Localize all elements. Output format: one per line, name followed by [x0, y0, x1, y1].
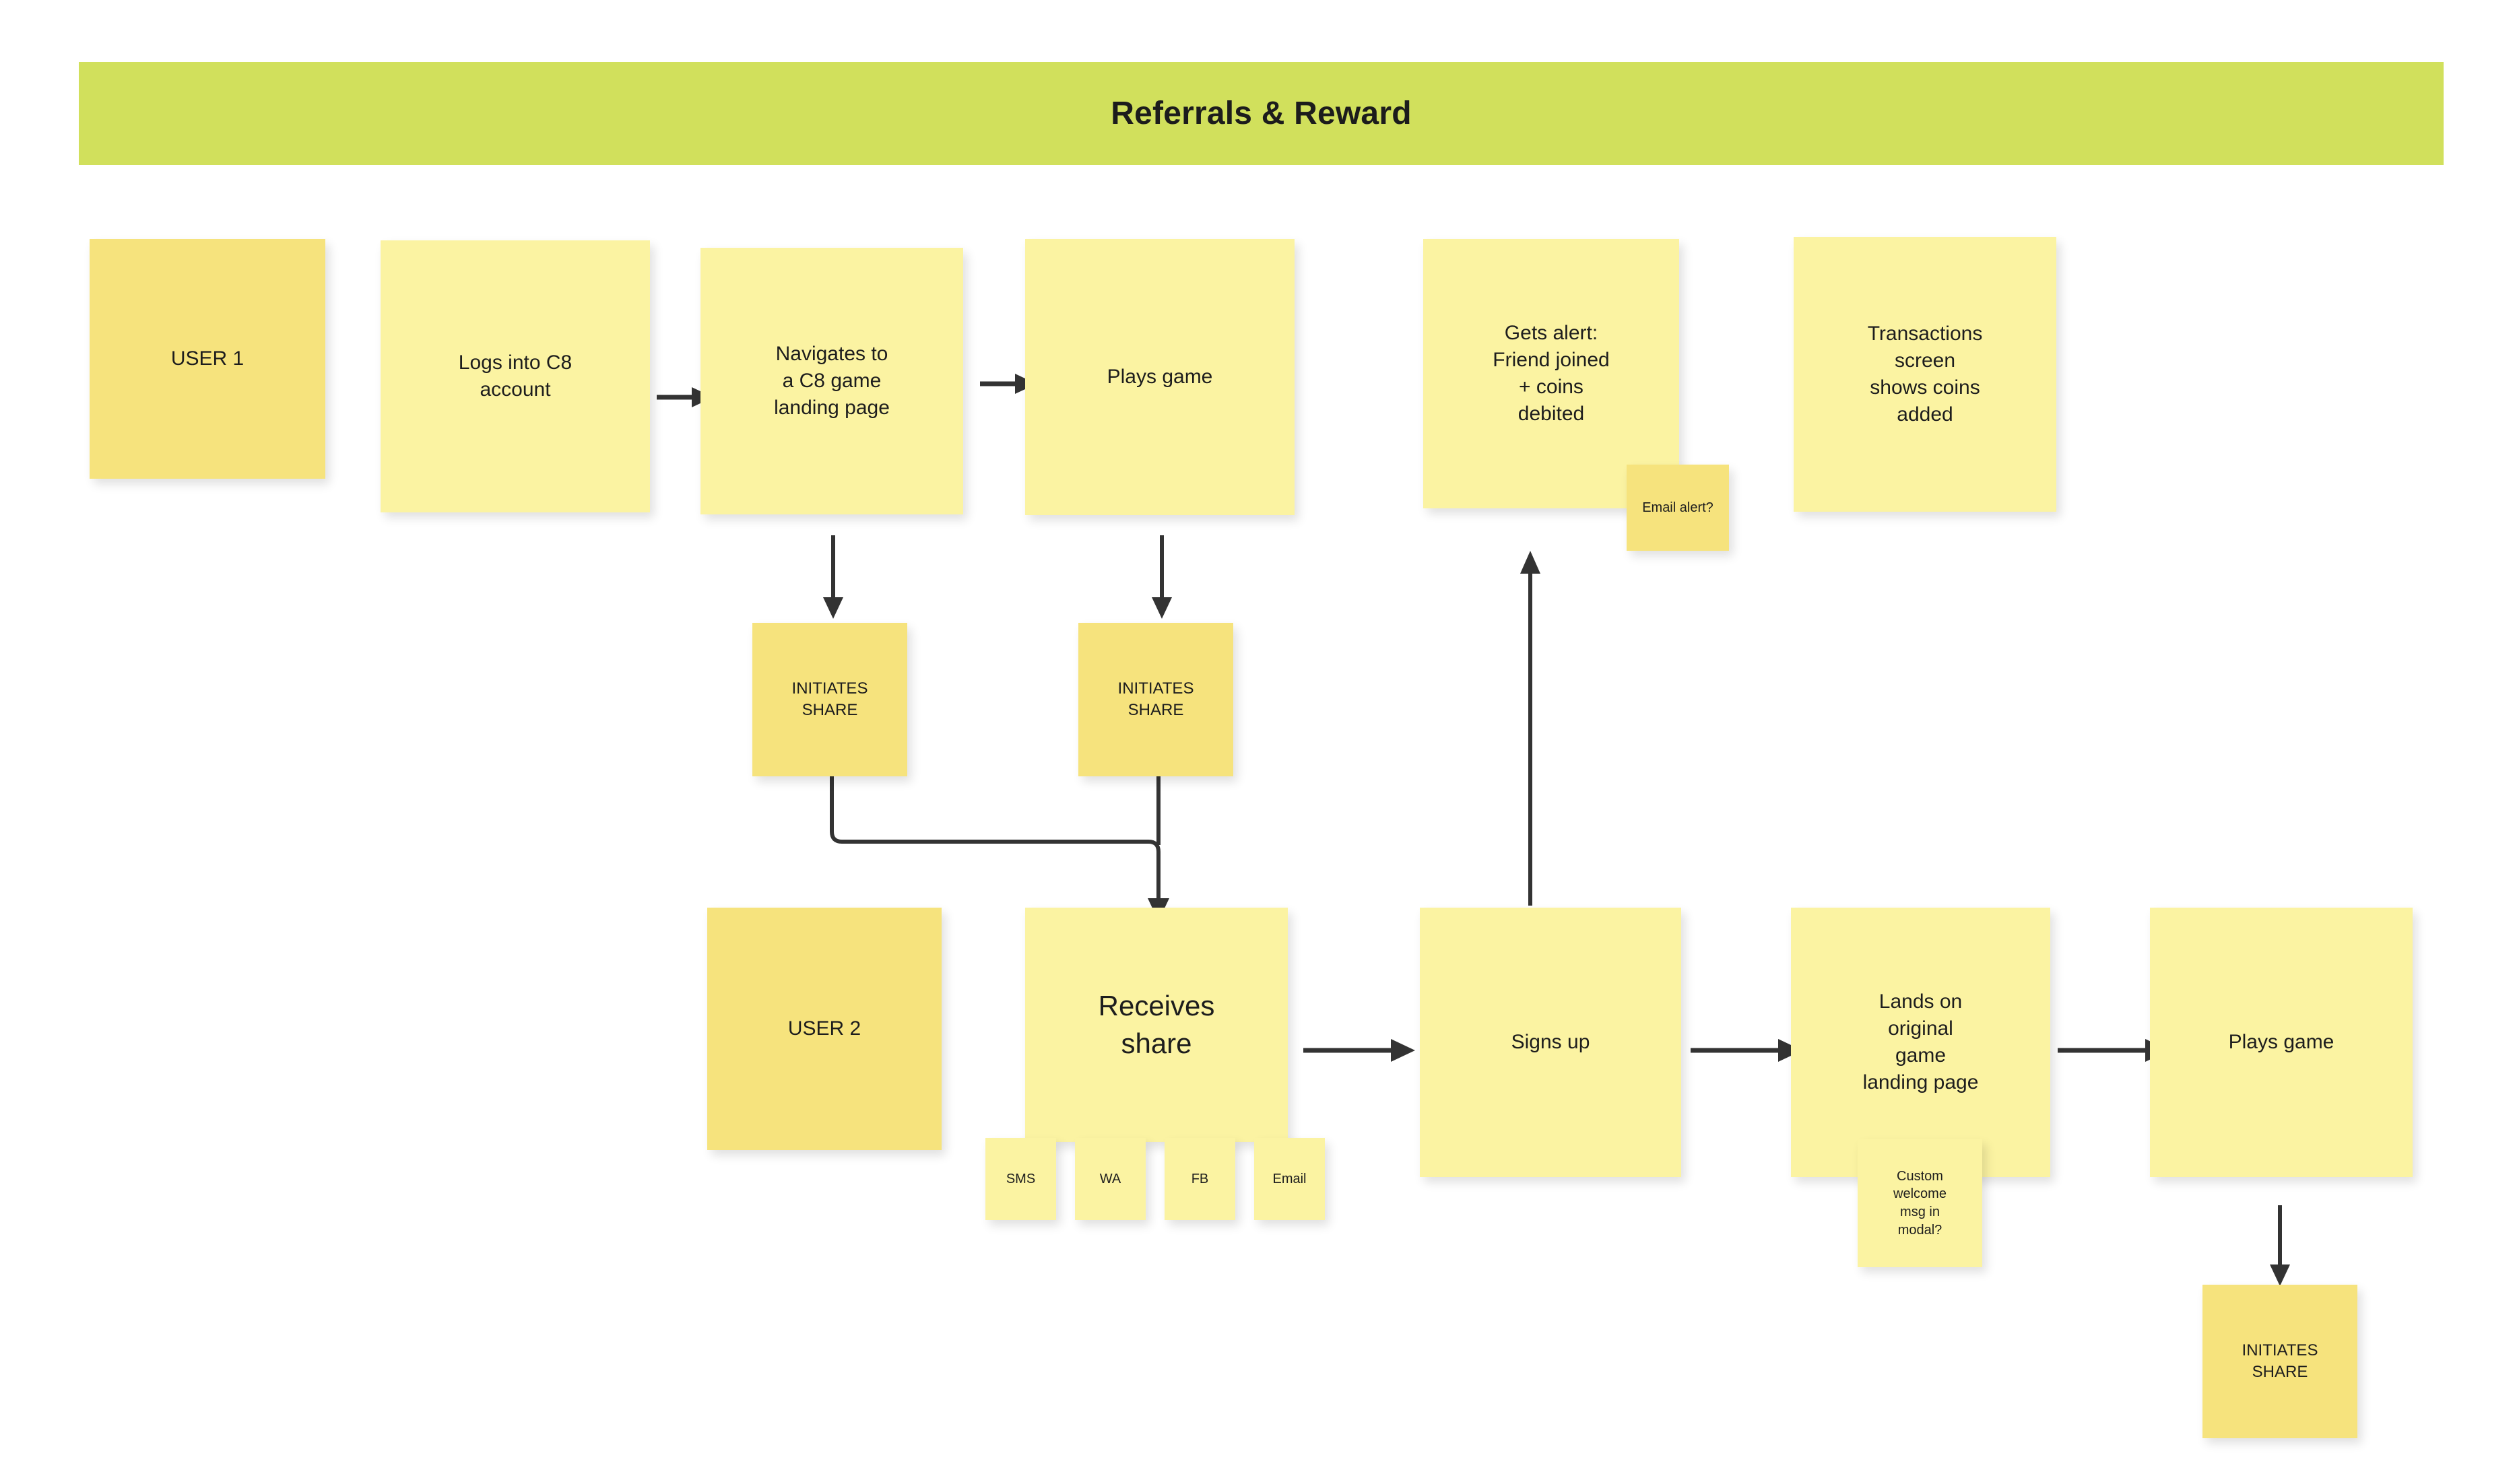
connector-navigates-to-share1: [816, 535, 850, 623]
note-navigates-to-game-landing-page[interactable]: Navigates to a C8 game landing page: [700, 248, 963, 514]
note-initiates-share-3[interactable]: INITIATES SHARE: [2202, 1285, 2357, 1438]
note-user1[interactable]: USER 1: [90, 239, 325, 479]
note-plays-game-2[interactable]: Plays game: [2150, 908, 2413, 1177]
note-share-channel-sms[interactable]: SMS: [985, 1138, 1056, 1220]
note-gets-alert-friend-joined[interactable]: Gets alert: Friend joined + coins debite…: [1423, 239, 1679, 508]
note-initiates-share-1[interactable]: INITIATES SHARE: [752, 623, 907, 776]
note-initiates-share-2[interactable]: INITIATES SHARE: [1078, 623, 1233, 776]
note-signs-up[interactable]: Signs up: [1420, 908, 1681, 1177]
note-transactions-screen-shows-coins[interactable]: Transactions screen shows coins added: [1794, 237, 2056, 512]
note-user2[interactable]: USER 2: [707, 908, 942, 1150]
title-banner: Referrals & Reward: [79, 62, 2444, 165]
connector-playsgame-to-share2: [1145, 535, 1179, 623]
connector-signsup-to-landson: [1691, 1034, 1805, 1067]
note-email-alert-question[interactable]: Email alert?: [1627, 465, 1729, 551]
note-share-channel-email[interactable]: Email: [1254, 1138, 1325, 1220]
connector-share2-vertical: [1142, 774, 1175, 848]
note-share-channel-fb[interactable]: FB: [1165, 1138, 1235, 1220]
connector-receives-to-signsup: [1303, 1034, 1418, 1067]
note-lands-on-original-game-landing-page[interactable]: Lands on original game landing page: [1791, 908, 2050, 1177]
connector-playsgame2-to-share3: [2263, 1205, 2297, 1289]
note-logs-into-account[interactable]: Logs into C8 account: [381, 240, 650, 512]
note-plays-game-1[interactable]: Plays game: [1025, 239, 1295, 515]
note-custom-welcome-msg-question[interactable]: Custom welcome msg in modal?: [1858, 1139, 1982, 1267]
note-share-channel-wa[interactable]: WA: [1075, 1138, 1146, 1220]
note-receives-share[interactable]: Receives share: [1025, 908, 1288, 1142]
connector-share1-to-receives: [815, 774, 1192, 929]
page-title: Referrals & Reward: [1111, 96, 1412, 131]
connector-signsup-to-getsalert: [1513, 539, 1547, 906]
